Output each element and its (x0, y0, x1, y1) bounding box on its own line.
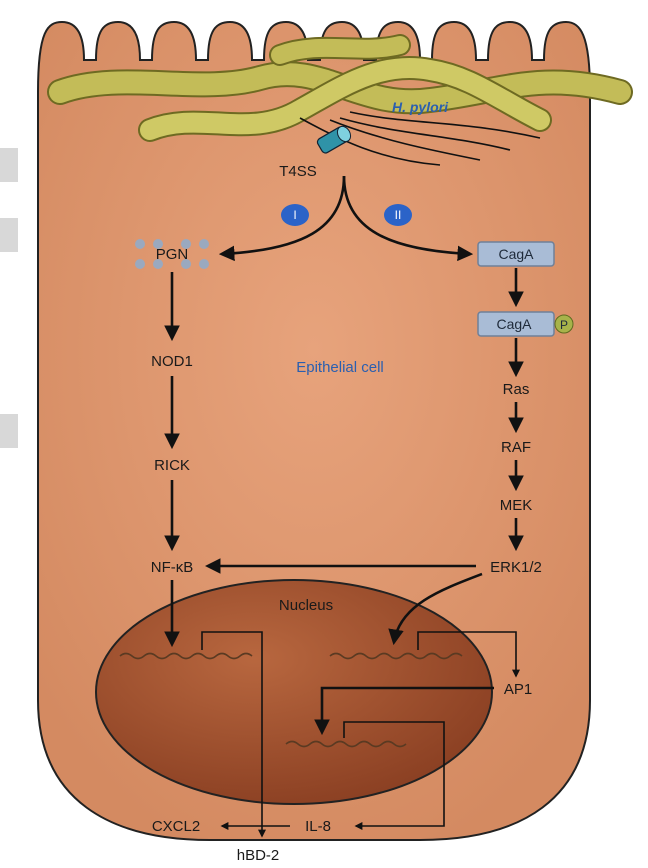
pathway-marker-ii: II (384, 204, 412, 226)
ap1-label: AP1 (504, 681, 532, 698)
pgn-label: PGN (156, 246, 189, 263)
caga-label: CagA (498, 246, 534, 262)
sidebar-mark (0, 414, 18, 448)
raf-label: RAF (501, 439, 531, 456)
ras-label: Ras (503, 381, 530, 398)
t4ss-label: T4SS (279, 163, 317, 180)
phosphate-label: P (560, 318, 568, 332)
pathway-marker-i: I (281, 204, 309, 226)
svg-text:II: II (395, 208, 402, 222)
rick-label: RICK (154, 457, 190, 474)
il8-label: IL-8 (305, 818, 331, 835)
hbd2-label: hBD-2 (237, 847, 280, 864)
epithelial-cell-label: Epithelial cell (296, 359, 384, 376)
nfkb-label: NF-κB (151, 559, 194, 576)
sidebar-mark (0, 148, 18, 182)
svg-text:I: I (293, 208, 296, 222)
caga-phospho-label: CagA (496, 316, 532, 332)
mek-label: MEK (500, 497, 533, 514)
nod1-label: NOD1 (151, 353, 193, 370)
sidebar-mark (0, 218, 18, 252)
nucleus-label: Nucleus (279, 597, 333, 614)
bacterium-label: H. pylori (392, 99, 449, 115)
erk-label: ERK1/2 (490, 559, 542, 576)
cxcl2-label: CXCL2 (152, 818, 200, 835)
